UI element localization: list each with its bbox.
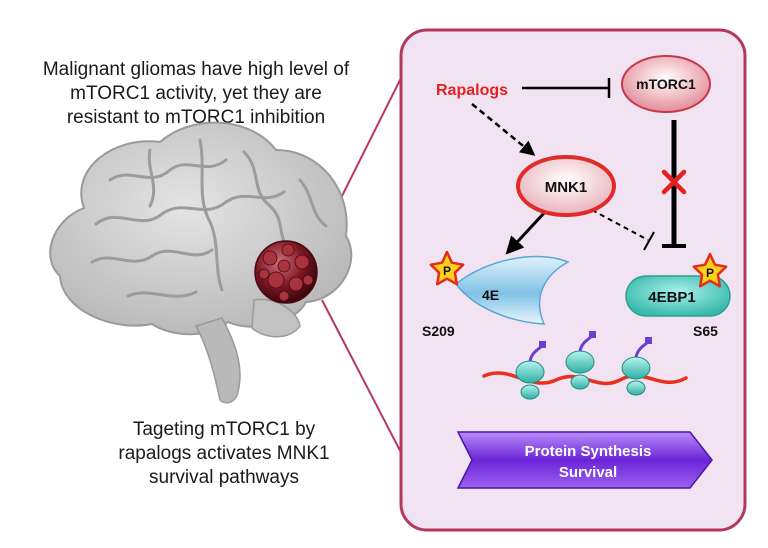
fourebp1-phospho-label: P [706,266,714,280]
caption-bottom: Tageting mTORC1 by rapalogs activates MN… [64,418,384,490]
mrna-translation-illustration [482,331,688,400]
caption-bottom-line-1: Tageting mTORC1 by [132,419,316,440]
fourebp1-phospho-star: P [692,252,728,288]
eif4e-protein: 4E [454,255,570,325]
outcome-arrow: Protein Synthesis Survival [456,431,713,489]
caption-bottom-line-3: survival pathways [149,467,299,488]
mtorc1-label: mTORC1 [636,76,696,92]
ribosome-icon [565,331,596,390]
eif4e-label: 4E [482,287,499,303]
mnk1-label: MNK1 [545,179,588,196]
fourebp1-site-label: S65 [693,323,718,339]
outcome-line-1: Protein Synthesis [525,443,652,460]
caption-top-line-1: Malignant gliomas have high level of [42,59,350,80]
caption-top: Malignant gliomas have high level of mTO… [0,58,392,130]
fourebp1-node: 4EBP1 [625,275,731,317]
eif4e-site-label: S209 [422,323,455,339]
mnk1-node: MNK1 [516,155,616,217]
mnk1-activate-4e-arrow [505,210,547,255]
blocked-x-icon [661,169,687,195]
eif4e-phospho-star: P [429,250,465,286]
ribosome-icon [515,341,546,400]
mnk1-inhibit-4ebp1-dashed-line [591,209,649,241]
rapalogs-label: Rapalogs [436,82,508,99]
caption-top-line-2: mTORC1 activity, yet they are [70,83,322,104]
eif4e-phospho-label: P [443,264,451,278]
ribosome-icon [621,337,652,396]
pathway-panel [399,28,747,532]
connector-line-lower [321,299,409,467]
caption-top-line-3: resistant to mTORC1 inhibition [66,107,326,128]
fourebp1-label: 4EBP1 [648,289,696,306]
caption-bottom-line-2: rapalogs activates MNK1 [118,443,330,464]
tumor-illustration [254,240,318,304]
rapalogs-activate-mnk1-arrow [471,103,536,156]
mtorc1-node: mTORC1 [621,55,711,113]
mnk1-inhibit-4ebp1-bar [643,231,655,251]
outcome-line-2: Survival [559,464,617,481]
